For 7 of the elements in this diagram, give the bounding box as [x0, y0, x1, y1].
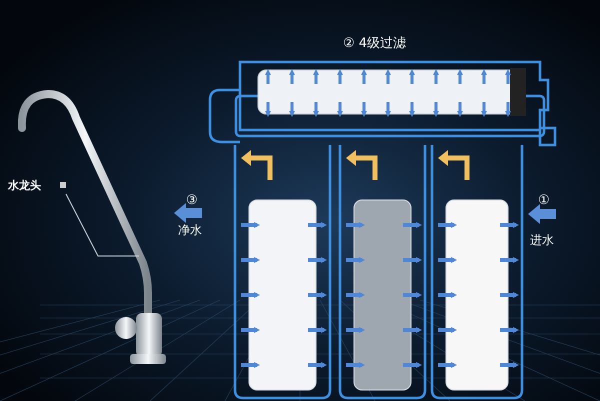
input-label: 进水 — [530, 232, 554, 248]
step-number: ③ — [186, 193, 198, 209]
part-label: 水龙头 — [8, 178, 68, 194]
leader-line — [66, 194, 140, 256]
stage-label: ② 4级过滤 — [343, 36, 406, 52]
output-label: 净水 — [178, 222, 202, 238]
step-number: ① — [538, 193, 550, 209]
